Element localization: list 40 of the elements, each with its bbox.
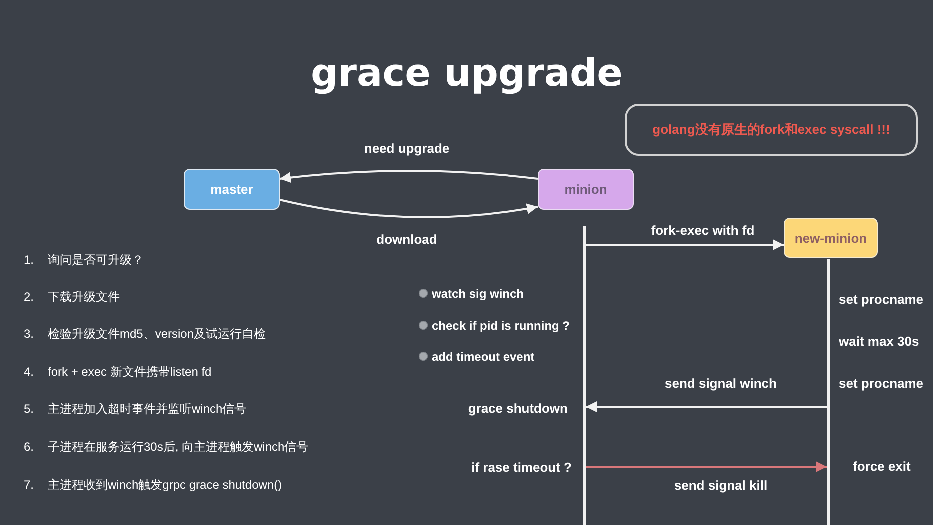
note-box: golang没有原生的fork和exec syscall !!! — [625, 104, 918, 156]
process-box: master — [184, 169, 280, 210]
step-number: 7. — [24, 477, 34, 493]
edge-label: fork-exec with fd — [651, 223, 755, 239]
arrow — [280, 170, 538, 184]
step-text: 主进程加入超时事件并监听winch信号 — [48, 401, 247, 417]
lifeline — [583, 226, 586, 525]
step-text: fork + exec 新文件携带listen fd — [48, 364, 212, 380]
step-number: 6. — [24, 439, 34, 455]
edge-label: need upgrade — [364, 141, 450, 157]
step-number: 4. — [24, 364, 34, 380]
step-text: 询问是否可升级？ — [48, 252, 144, 268]
bullet-text: check if pid is running ? — [432, 318, 570, 334]
step-text: 下载升级文件 — [48, 289, 120, 305]
edge-label: send signal winch — [665, 376, 777, 392]
arrow — [586, 462, 827, 472]
arrow — [280, 199, 538, 218]
step-note: force exit — [853, 459, 911, 475]
step-note: grace shutdown — [468, 401, 568, 417]
bullet-text: add timeout event — [432, 349, 535, 365]
step-number: 3. — [24, 326, 34, 342]
step-number: 1. — [24, 252, 34, 268]
arrow — [586, 240, 784, 250]
step-text: 主进程收到winch触发grpc grace shutdown() — [48, 477, 282, 493]
step-text: 检验升级文件md5、version及试运行自检 — [48, 326, 266, 342]
title: grace upgrade — [311, 50, 623, 96]
arrow — [586, 402, 827, 412]
bullet-text: watch sig winch — [432, 286, 524, 302]
step-number: 2. — [24, 289, 34, 305]
process-box: new-minion — [784, 218, 878, 258]
step-note: if rase timeout ? — [472, 460, 572, 476]
step-note: wait max 30s — [839, 334, 920, 350]
edge-label: download — [376, 232, 438, 248]
step-note: set procname — [839, 292, 924, 308]
lifeline — [827, 259, 830, 525]
process-box: minion — [538, 169, 634, 210]
step-note: set procname — [839, 376, 924, 392]
step-text: 子进程在服务运行30s后, 向主进程触发winch信号 — [48, 439, 309, 455]
step-number: 5. — [24, 401, 34, 417]
edge-label: send signal kill — [674, 478, 768, 494]
